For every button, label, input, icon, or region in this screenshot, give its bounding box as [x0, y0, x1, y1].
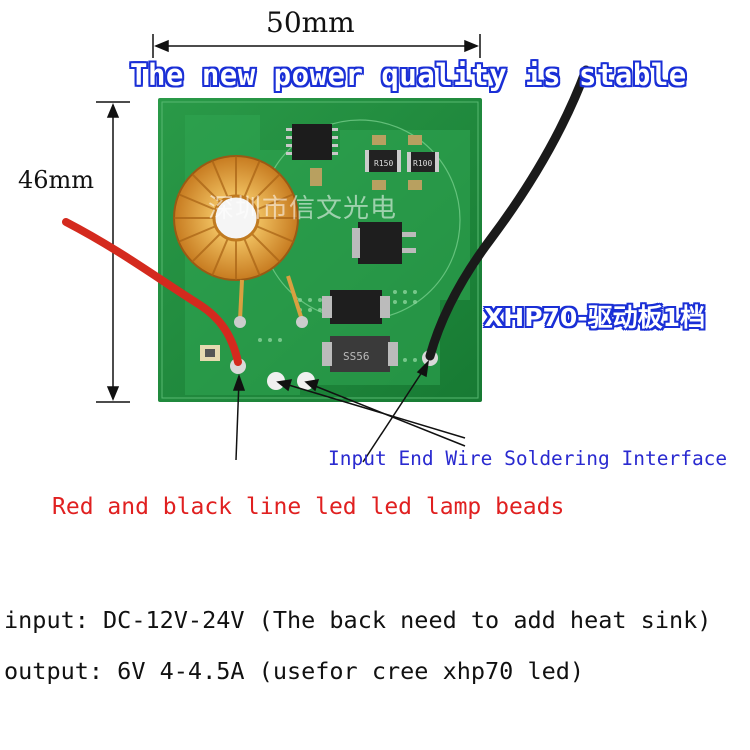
model-label: XHP70-驱动板1档 [484, 303, 706, 332]
width-dimension-label: 50mm [266, 6, 355, 39]
solder-interface-label: Input End Wire Soldering Interface [328, 447, 728, 470]
width-dimension-line [152, 34, 481, 58]
height-dimension-label: 46mm [18, 166, 95, 194]
title-banner: The new power quality is stable [130, 58, 687, 92]
watermark: 深圳市信文光电 [208, 194, 398, 224]
led-wires-label: Red and black line led led lamp beads [52, 494, 565, 520]
input-spec: input: DC-12V-24V (The back need to add … [4, 606, 712, 634]
red-wire [62, 218, 242, 366]
black-wire [425, 65, 591, 361]
output-spec: output: 6V 4-4.5A (usefor cree xhp70 led… [4, 657, 585, 685]
pcb-board: R150 R100 SS56 [158, 98, 482, 402]
svg-text:SS56: SS56 [343, 350, 370, 363]
resistor-label-1: R150 [374, 159, 393, 168]
resistor-label-2: R100 [413, 159, 432, 168]
